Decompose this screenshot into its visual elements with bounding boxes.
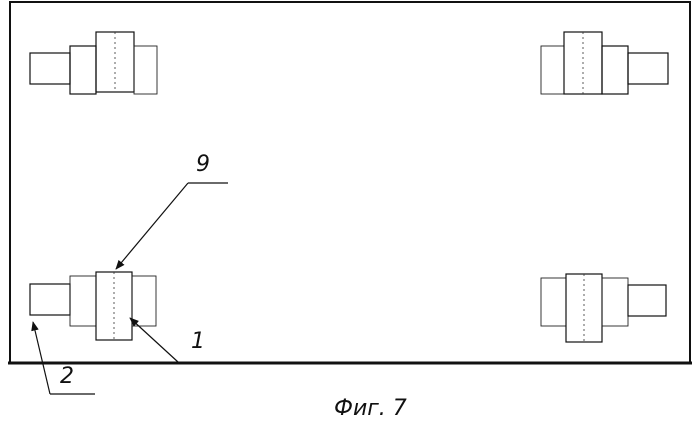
label-ref-1: 1 [191, 329, 205, 354]
wheel-assembly-bottom-right [541, 274, 666, 342]
leader-1 [130, 318, 178, 362]
wheel-assembly-bottom-left [30, 272, 156, 340]
leader-9 [116, 183, 228, 269]
label-ref-2: 2 [60, 364, 74, 389]
frame [8, 2, 692, 363]
wheel-assembly-top-left [30, 32, 157, 94]
label-ref-9: 9 [196, 152, 210, 177]
figure-caption: Фиг. 7 [334, 396, 407, 421]
wheel-assembly-top-right [541, 32, 668, 94]
